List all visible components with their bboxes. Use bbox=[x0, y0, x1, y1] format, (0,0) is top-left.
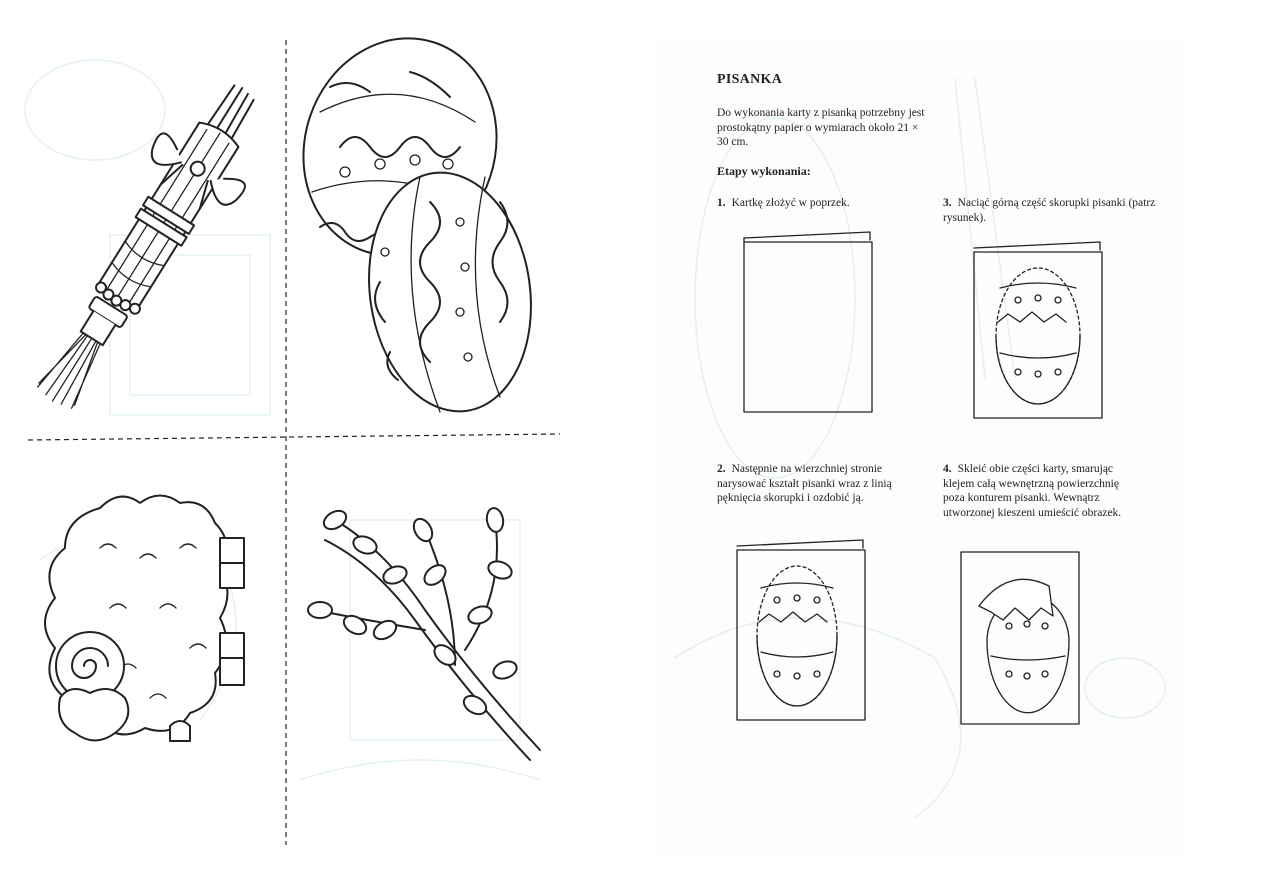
intro-text: Do wykonania karty z pisanką potrzebny j… bbox=[717, 107, 925, 148]
step-text: Skleić obie części karty, smarując kleje… bbox=[943, 463, 1122, 519]
step-number: 1. bbox=[717, 197, 726, 209]
right-page: PISANKA Do wykonania karty z pisanką pot… bbox=[655, 38, 1185, 853]
step-4: 4.Skleić obie części karty, smarując kle… bbox=[943, 462, 1143, 520]
step-3: 3.Naciąć górną część skorupki pisanki (p… bbox=[943, 196, 1173, 225]
cut-lines bbox=[27, 40, 561, 845]
step-number: 2. bbox=[717, 463, 726, 475]
step-number: 4. bbox=[943, 463, 952, 475]
card-egg-crack-icon bbox=[973, 241, 1103, 419]
step-text: Naciąć górną część skorupki pisanki (pat… bbox=[943, 197, 1156, 224]
show-through-ghost bbox=[674, 77, 1166, 819]
step-2: 2.Następnie na wierzchniej stronie narys… bbox=[717, 462, 927, 506]
easter-eggs-icon bbox=[302, 37, 532, 413]
step-1: 1. Kartkę złożyć w poprzek. bbox=[717, 196, 927, 211]
easter-palm-icon bbox=[37, 84, 255, 409]
folded-card-icon bbox=[743, 231, 873, 413]
lamb-icon bbox=[44, 494, 245, 742]
willow-branch-icon bbox=[307, 507, 541, 761]
steps-heading: Etapy wykonania: bbox=[717, 164, 811, 178]
step-number: 3. bbox=[943, 197, 952, 209]
step-text: Kartkę złożyć w poprzek. bbox=[731, 197, 850, 209]
card-egg-open-icon bbox=[960, 551, 1080, 725]
step-text: Następnie na wierzchniej stronie narysow… bbox=[717, 463, 892, 504]
left-page bbox=[0, 0, 600, 893]
page-title: PISANKA bbox=[717, 72, 783, 87]
card-egg-outline-icon bbox=[736, 539, 866, 721]
